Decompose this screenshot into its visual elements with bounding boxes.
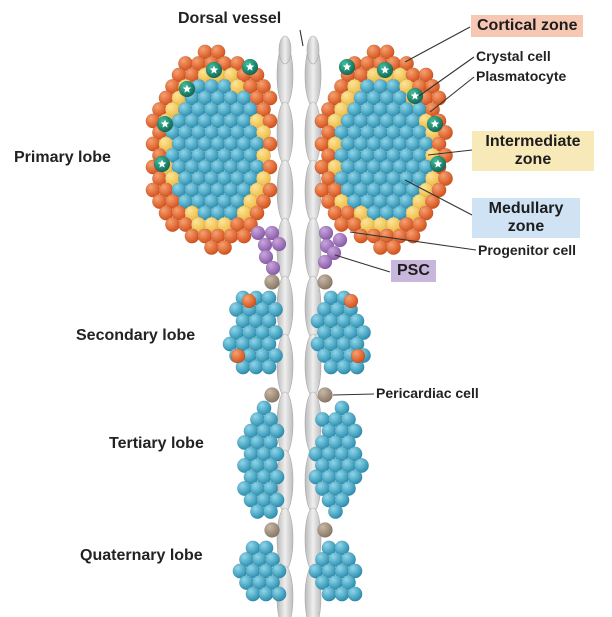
plasmatocyte-cell xyxy=(204,240,218,254)
progenitor-cell xyxy=(246,587,260,601)
plasmatocyte-cell xyxy=(351,349,365,363)
progenitor-cell xyxy=(335,587,349,601)
pericardiac-cell-label: Pericardiac cell xyxy=(376,385,479,401)
pericardiac-cell xyxy=(318,388,333,403)
vessel-segment-left xyxy=(277,334,293,396)
plasmatocyte-cell xyxy=(386,240,400,254)
progenitor-cell xyxy=(322,587,336,601)
psc-leader xyxy=(335,255,390,272)
psc-cell xyxy=(272,237,286,251)
primary-lobe-label: Primary lobe xyxy=(14,149,111,167)
progenitor-cell xyxy=(263,504,277,518)
psc-cell xyxy=(333,233,347,247)
vessel-segment-right xyxy=(305,218,321,280)
progenitor-cell xyxy=(250,504,264,518)
vessel-segment-left xyxy=(277,392,293,454)
progenitor-cell xyxy=(328,504,342,518)
vessel-segment-left xyxy=(277,160,293,222)
psc-cell xyxy=(318,255,332,269)
plasmatocyte-cell xyxy=(231,349,245,363)
progenitor-cell-label: Progenitor cell xyxy=(478,242,576,258)
pericardiac-cell xyxy=(265,388,280,403)
cortical-zone-label: Cortical zone xyxy=(471,15,583,37)
vessel-segment-right xyxy=(307,36,319,64)
pericardiac-cell xyxy=(318,523,333,538)
vessel-segment-left xyxy=(277,102,293,164)
progenitor-cell xyxy=(259,587,273,601)
progenitor-cell xyxy=(249,360,263,374)
progenitor-cell xyxy=(348,587,362,601)
medullary-zone-label: Medullary zone xyxy=(472,198,580,238)
plasmatocyte-cell xyxy=(242,294,256,308)
pericardiac-cell-leader xyxy=(333,394,374,395)
cell-clusters xyxy=(146,45,453,601)
pericardiac-cell xyxy=(318,275,333,290)
intermediate-zone-label: Intermediate zone xyxy=(472,131,594,171)
progenitor-cell xyxy=(262,360,276,374)
secondary-lobe-label: Secondary lobe xyxy=(76,327,195,345)
progenitor-cell xyxy=(337,360,351,374)
pericardiac-cell xyxy=(265,523,280,538)
progenitor-cell xyxy=(324,360,338,374)
plasmatocyte-label: Plasmatocyte xyxy=(476,68,566,84)
plasmatocyte-cell xyxy=(334,217,348,231)
tertiary-lobe-label: Tertiary lobe xyxy=(109,435,204,453)
vessel-segment-left xyxy=(279,36,291,64)
psc-cell xyxy=(319,226,333,240)
dorsal-vessel-leader xyxy=(300,30,303,46)
psc-cell xyxy=(251,226,265,240)
quaternary-lobe-label: Quaternary lobe xyxy=(80,547,203,565)
plasmatocyte-cell xyxy=(237,229,251,243)
plasmatocyte-cell xyxy=(185,229,199,243)
psc-label: PSC xyxy=(391,260,436,282)
pericardiac-cell xyxy=(265,275,280,290)
plasmatocyte-cell xyxy=(373,240,387,254)
psc-cell xyxy=(266,261,280,275)
dorsal-vessel-label: Dorsal vessel xyxy=(178,10,281,28)
cortical-zone-leader xyxy=(405,27,470,62)
plasmatocyte-cell xyxy=(354,229,368,243)
plasmatocyte-cell xyxy=(217,240,231,254)
plasmatocyte-cell xyxy=(344,294,358,308)
vessel-segment-right xyxy=(305,102,321,164)
crystal-cell-label: Crystal cell xyxy=(476,48,551,64)
plasmatocyte-cell xyxy=(165,217,179,231)
progenitor-cell xyxy=(272,587,286,601)
